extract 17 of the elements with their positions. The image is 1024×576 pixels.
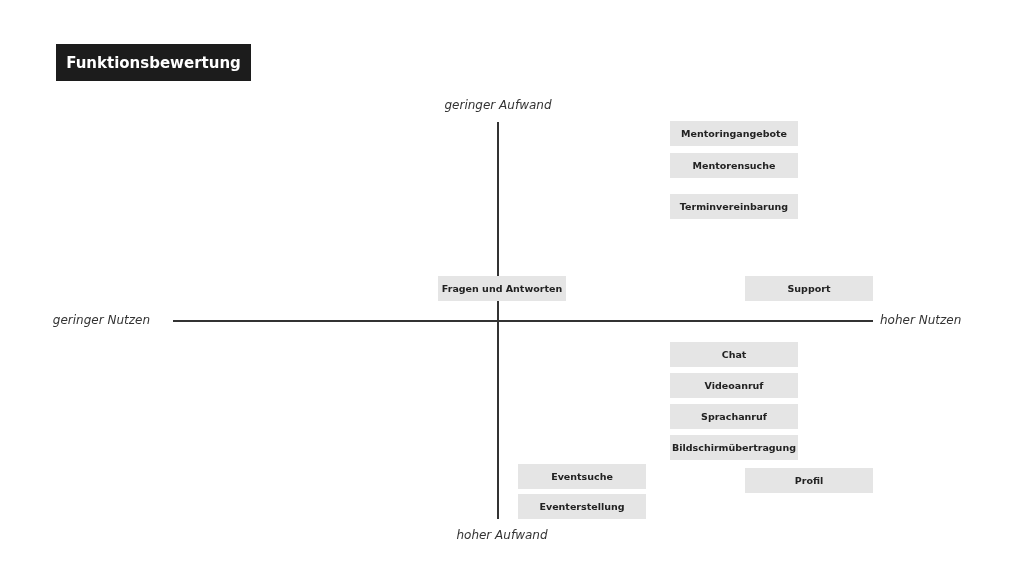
feature-box: Profil [745, 468, 873, 493]
feature-box: Support [745, 276, 873, 301]
feature-box: Mentoringangebote [670, 121, 798, 146]
feature-box: Bildschirmübertragung [670, 435, 798, 460]
title-banner: Funktionsbewertung [56, 44, 251, 81]
feature-box: Mentorensuche [670, 153, 798, 178]
feature-box: Terminvereinbarung [670, 194, 798, 219]
feature-box: Chat [670, 342, 798, 367]
axis-label: geringer Aufwand [444, 98, 552, 112]
feature-box: Videoanruf [670, 373, 798, 398]
feature-box: Eventerstellung [518, 494, 646, 519]
feature-box: Sprachanruf [670, 404, 798, 429]
axis-label: geringer Nutzen [52, 313, 150, 327]
feature-box: Fragen und Antworten [438, 276, 566, 301]
axis-label: hoher Aufwand [456, 528, 548, 542]
axis-label: hoher Nutzen [880, 313, 962, 327]
feature-box: Eventsuche [518, 464, 646, 489]
